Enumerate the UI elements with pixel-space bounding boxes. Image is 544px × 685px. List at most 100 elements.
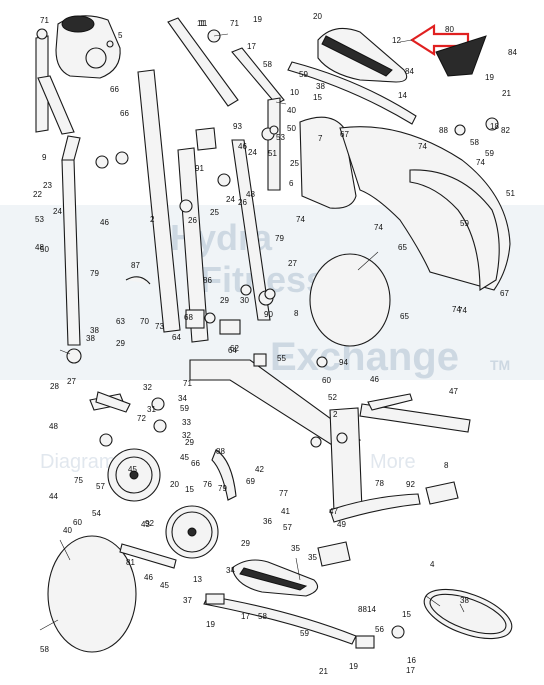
callout-64: 64 <box>228 346 237 355</box>
callout-14: 14 <box>367 605 376 614</box>
callout-84: 84 <box>508 48 517 57</box>
callout-79: 79 <box>218 484 227 493</box>
callout-13: 13 <box>193 575 202 584</box>
callout-74: 74 <box>296 215 305 224</box>
pedal-arm-parts <box>203 61 417 645</box>
callout-27: 27 <box>288 259 297 268</box>
callout-52: 52 <box>328 393 337 402</box>
callout-69: 69 <box>246 477 255 486</box>
callout-8: 8 <box>444 461 449 470</box>
console-part <box>55 15 121 79</box>
flywheel-part <box>107 448 161 502</box>
callout-30: 30 <box>240 296 249 305</box>
callout-19: 19 <box>253 15 262 24</box>
callout-14: 14 <box>398 91 407 100</box>
callout-23: 23 <box>43 181 52 190</box>
callout-56: 56 <box>375 625 384 634</box>
callout-92: 92 <box>145 519 154 528</box>
callout-65: 65 <box>398 243 407 252</box>
callout-79: 79 <box>275 234 284 243</box>
callout-2: 2 <box>333 410 338 419</box>
callout-54: 54 <box>92 509 101 518</box>
callout-84: 84 <box>405 67 414 76</box>
callout-17: 17 <box>247 42 256 51</box>
callout-33: 33 <box>182 418 191 427</box>
watermark-tm: TM <box>490 357 510 373</box>
callout-82: 82 <box>501 126 510 135</box>
left-arm-part <box>61 135 82 364</box>
callout-10: 10 <box>290 88 299 97</box>
callout-19: 19 <box>206 620 215 629</box>
callout-67: 67 <box>340 130 349 139</box>
callout-74: 74 <box>476 158 485 167</box>
callout-11: 11 <box>197 19 206 28</box>
callout-45: 45 <box>128 465 137 474</box>
callout-60: 60 <box>322 376 331 385</box>
callout-24: 24 <box>248 148 257 157</box>
callout-62: 62 <box>230 344 239 353</box>
callout-45: 45 <box>180 453 189 462</box>
callout-58: 58 <box>263 60 272 69</box>
callout-92: 92 <box>406 480 415 489</box>
callout-9: 9 <box>42 153 47 162</box>
callout-29: 29 <box>220 296 229 305</box>
callout-18: 18 <box>490 122 499 131</box>
callout-91: 91 <box>195 164 204 173</box>
base-frame-parts <box>189 359 471 523</box>
callout-50: 50 <box>287 124 296 133</box>
callout-2: 2 <box>150 215 155 224</box>
callout-15: 15 <box>185 485 194 494</box>
callout-29: 29 <box>185 438 194 447</box>
callout-66: 66 <box>191 459 200 468</box>
callout-28: 28 <box>50 382 59 391</box>
callout-21: 21 <box>502 89 511 98</box>
callout-20: 20 <box>170 480 179 489</box>
callout-76: 76 <box>203 480 212 489</box>
callout-25: 25 <box>210 208 219 217</box>
callout-74: 74 <box>458 306 467 315</box>
callout-26: 26 <box>238 198 247 207</box>
callout-51: 51 <box>268 149 277 158</box>
callout-20: 20 <box>313 12 322 21</box>
callout-46: 46 <box>238 142 247 151</box>
pedal-cover <box>435 35 487 77</box>
callout-58: 58 <box>40 645 49 654</box>
callout-55: 55 <box>277 354 286 363</box>
callout-59: 59 <box>299 70 308 79</box>
callout-46: 46 <box>370 375 379 384</box>
callout-46: 46 <box>144 573 153 582</box>
red-arrow <box>409 23 470 57</box>
callout-25: 25 <box>290 159 299 168</box>
callout-71: 71 <box>183 379 192 388</box>
callout-8: 8 <box>294 309 299 318</box>
callout-24: 24 <box>53 207 62 216</box>
callout-88: 88 <box>439 126 448 135</box>
callout-4: 4 <box>430 560 435 569</box>
callout-59: 59 <box>460 219 469 228</box>
callout-58: 58 <box>258 612 267 621</box>
callout-32: 32 <box>143 383 152 392</box>
callout-74: 74 <box>418 142 427 151</box>
callout-44: 44 <box>49 492 58 501</box>
callout-63: 63 <box>116 317 125 326</box>
callout-5: 5 <box>118 31 123 40</box>
callout-26: 26 <box>188 216 197 225</box>
callout-41: 41 <box>281 507 290 516</box>
callout-22: 22 <box>33 190 42 199</box>
callout-40: 40 <box>287 106 296 115</box>
callout-60: 60 <box>73 518 82 527</box>
pedal-parts <box>231 27 408 597</box>
callout-58: 58 <box>470 138 479 147</box>
callout-68: 68 <box>184 313 193 322</box>
callout-24: 24 <box>226 195 235 204</box>
callout-17: 17 <box>241 612 250 621</box>
callout-74: 74 <box>374 223 383 232</box>
drive-belt-part <box>423 588 513 640</box>
callout-57: 57 <box>96 482 105 491</box>
callout-74: 74 <box>452 305 461 314</box>
callout-59: 59 <box>180 404 189 413</box>
callout-11: 11 <box>199 19 208 28</box>
callout-71: 71 <box>230 19 239 28</box>
